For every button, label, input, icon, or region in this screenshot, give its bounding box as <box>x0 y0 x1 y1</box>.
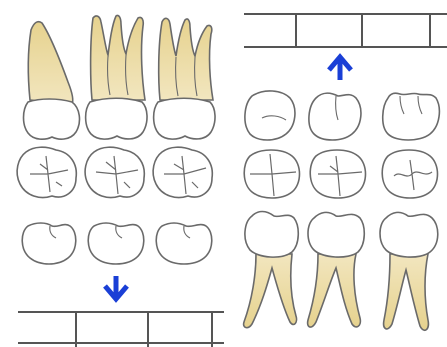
crown <box>154 98 215 139</box>
upper-molar-side-3 <box>154 18 215 139</box>
upper-molar-side-1 <box>24 22 80 140</box>
upper-occlusal-3 <box>153 147 212 197</box>
root <box>384 254 429 330</box>
lower-molar-side-3 <box>380 212 438 330</box>
lower-lingual-3 <box>383 93 440 140</box>
upper-occlusal-1 <box>17 147 76 197</box>
lower-lingual-2 <box>309 93 361 140</box>
upper-occlusal-2 <box>85 147 144 197</box>
lower-molar-side-2 <box>308 212 365 327</box>
lower-occlusal-3 <box>382 150 437 198</box>
crown <box>86 98 147 139</box>
root <box>308 254 361 327</box>
arch-grid-left <box>18 312 224 347</box>
upper-lingual-2 <box>88 223 144 264</box>
crown <box>380 212 438 257</box>
lower-occlusal-1 <box>244 150 299 198</box>
lower-occlusal-2 <box>310 150 365 198</box>
root <box>159 18 213 100</box>
upper-lingual-3 <box>156 223 212 264</box>
upper-molar-side-2 <box>86 15 147 139</box>
root <box>244 254 297 328</box>
crown <box>245 212 298 258</box>
upper-lingual-1 <box>22 223 76 264</box>
lower-lingual-1 <box>245 91 295 140</box>
arrow-up-icon <box>329 57 351 80</box>
root <box>91 15 145 100</box>
right-panel <box>244 14 447 330</box>
arch-grid-right <box>244 14 447 47</box>
arrow-down-icon <box>105 276 127 299</box>
root <box>28 22 73 104</box>
crown <box>24 99 80 139</box>
left-panel <box>17 15 224 347</box>
lower-molar-side-1 <box>244 212 299 328</box>
crown <box>308 212 364 257</box>
